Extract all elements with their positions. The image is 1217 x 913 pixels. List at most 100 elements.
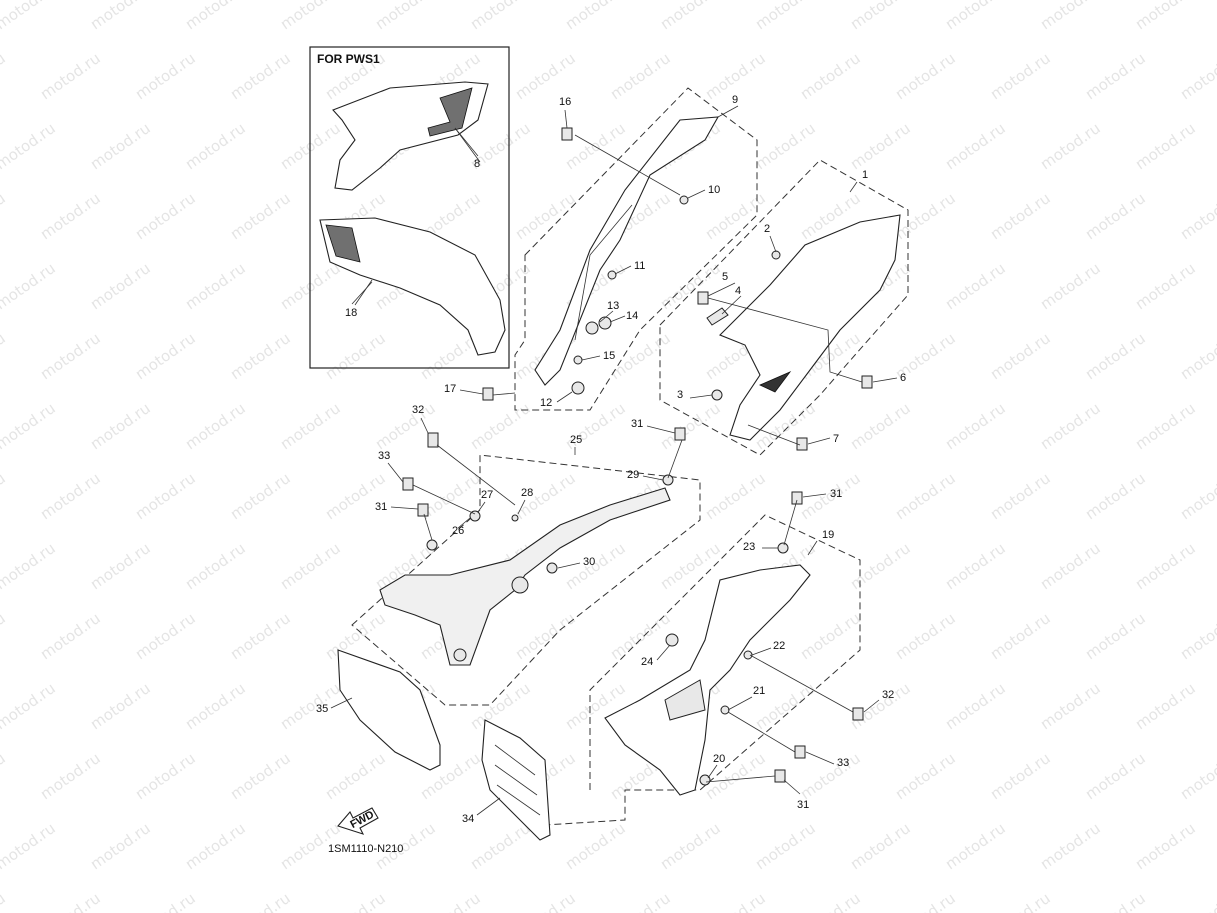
watermark-text: motod.ru (942, 819, 1009, 873)
watermark-text: motod.ru (1132, 539, 1199, 593)
watermark-text: motod.ru (417, 889, 484, 913)
watermark-text: motod.ru (182, 539, 249, 593)
watermark-text: motod.ru (0, 189, 9, 243)
watermark-text: motod.ru (702, 469, 769, 523)
watermark-text: motod.ru (0, 0, 59, 33)
part-19-slot (664, 679, 706, 721)
watermark-text: motod.ru (1177, 329, 1217, 383)
watermark-text: motod.ru (227, 889, 294, 913)
watermark-text: motod.ru (1132, 679, 1199, 733)
callout-23: 23 (743, 541, 755, 553)
callout-31d: 31 (797, 799, 809, 811)
watermark-text: motod.ru (942, 679, 1009, 733)
watermark-text: motod.ru (87, 819, 154, 873)
watermark-text: motod.ru (942, 259, 1009, 313)
watermark-text: motod.ru (227, 749, 294, 803)
watermark-text: motod.ru (0, 819, 59, 873)
callout-1: 1 (862, 169, 868, 181)
watermark-text: motod.ru (1177, 749, 1217, 803)
watermark-text: motod.ru (277, 679, 344, 733)
watermark-text: motod.ru (1082, 49, 1149, 103)
watermark-text: motod.ru (987, 749, 1054, 803)
inset-title: FOR PWS1 (317, 52, 380, 66)
watermark-text: motod.ru (277, 0, 344, 33)
watermark-text: motod.ru (892, 469, 959, 523)
callout-12: 12 (540, 397, 552, 409)
watermark-text: motod.ru (1037, 259, 1104, 313)
watermark-text: motod.ru (37, 749, 104, 803)
fwd-arrow: FWD (337, 807, 379, 835)
watermark-text: motod.ru (37, 329, 104, 383)
callout-35: 35 (316, 703, 328, 715)
callout-27: 27 (481, 489, 493, 501)
callout-33a: 33 (378, 450, 390, 462)
watermark-text: motod.ru (987, 469, 1054, 523)
watermark-text: motod.ru (892, 889, 959, 913)
diagram-code: 1SM1110-N210 (328, 843, 403, 855)
callout-25: 25 (570, 434, 582, 446)
watermark-text: motod.ru (132, 889, 199, 913)
watermark-text: motod.ru (1177, 469, 1217, 523)
callout-18: 18 (345, 307, 357, 319)
watermark-text: motod.ru (467, 399, 534, 453)
watermark-text: motod.ru (322, 469, 389, 523)
watermark-text: motod.ru (847, 819, 914, 873)
watermark-text: motod.ru (1037, 0, 1104, 33)
callout-10: 10 (708, 184, 720, 196)
watermark-text: motod.ru (87, 0, 154, 33)
watermark-text: motod.ru (1082, 749, 1149, 803)
callout-15: 15 (603, 350, 615, 362)
watermark-text: motod.ru (987, 329, 1054, 383)
callout-24: 24 (641, 656, 653, 668)
callout-leaders (330, 105, 898, 816)
watermark-text: motod.ru (942, 399, 1009, 453)
watermark-text: motod.ru (1177, 49, 1217, 103)
watermark-text: motod.ru (182, 119, 249, 173)
watermark-text: motod.ru (797, 49, 864, 103)
watermark-text: motod.ru (37, 469, 104, 523)
callout-6: 6 (900, 372, 906, 384)
watermark-text: motod.ru (607, 889, 674, 913)
watermark-text: motod.ru (1132, 819, 1199, 873)
watermark-text: motod.ru (132, 49, 199, 103)
callout-21: 21 (753, 685, 765, 697)
watermark-text: motod.ru (182, 0, 249, 33)
watermark-text: motod.ru (942, 119, 1009, 173)
watermark-text: motod.ru (1177, 189, 1217, 243)
watermark-text: motod.ru (132, 749, 199, 803)
watermark-text: motod.ru (87, 399, 154, 453)
watermark-text: motod.ru (1082, 889, 1149, 913)
watermark-text: motod.ru (512, 609, 579, 663)
watermark-text: motod.ru (847, 0, 914, 33)
watermark-text: motod.ru (37, 609, 104, 663)
fwd-label: FWD (348, 809, 376, 831)
watermark-text: motod.ru (322, 889, 389, 913)
callout-layer: 1 2 3 4 5 6 7 8 9 10 11 12 13 14 15 16 1… (316, 94, 906, 825)
watermark-text: motod.ru (227, 329, 294, 383)
graphic-18 (319, 217, 506, 356)
callout-19: 19 (822, 529, 834, 541)
watermark-text: motod.ru (987, 609, 1054, 663)
watermark-text: motod.ru (87, 539, 154, 593)
inset-pws1: FOR PWS1 (309, 46, 510, 369)
watermark-text: motod.ru (562, 819, 629, 873)
watermark-text: motod.ru (182, 399, 249, 453)
watermark-text: motod.ru (702, 189, 769, 243)
watermark-text: motod.ru (797, 749, 864, 803)
watermark-text: motod.ru (0, 469, 9, 523)
watermark-text: motod.ru (1037, 119, 1104, 173)
part-1-vent (759, 371, 792, 393)
watermark-text: motod.ru (752, 819, 819, 873)
callout-31b: 31 (830, 488, 842, 500)
callout-17: 17 (444, 383, 456, 395)
watermark-text: motod.ru (942, 0, 1009, 33)
watermark-text: motod.ru (37, 49, 104, 103)
watermark-text: motod.ru (0, 539, 59, 593)
watermark-text: motod.ru (702, 889, 769, 913)
watermark-text: motod.ru (752, 0, 819, 33)
watermark-text: motod.ru (1082, 469, 1149, 523)
watermark-text: motod.ru (132, 609, 199, 663)
part-35-guard (337, 649, 441, 771)
watermark-text: motod.ru (1082, 189, 1149, 243)
